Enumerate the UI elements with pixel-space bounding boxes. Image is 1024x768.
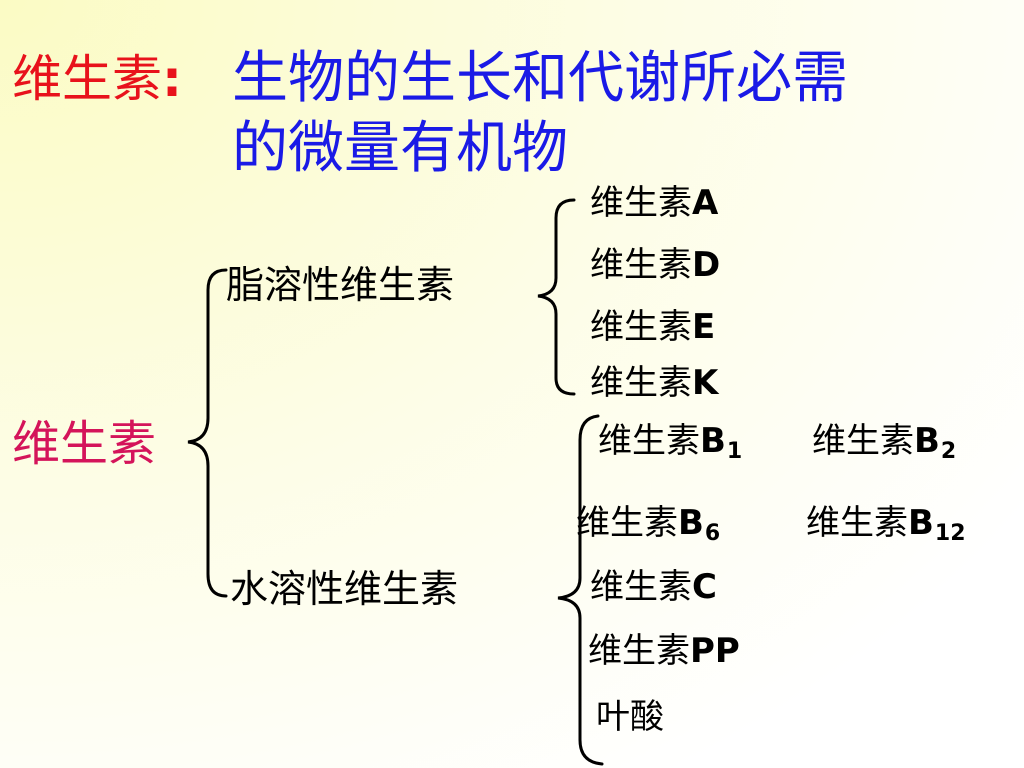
item-subscript: 12 bbox=[934, 521, 966, 546]
folic-acid: 叶酸 bbox=[596, 700, 664, 734]
item-code: B bbox=[908, 503, 934, 543]
title-definition: 生物的生长和代谢所必需 的微量有机物 bbox=[232, 44, 848, 184]
title-term: 维生素: bbox=[12, 54, 182, 104]
item-base: 维生素 bbox=[806, 503, 908, 543]
item-code: D bbox=[692, 245, 721, 285]
water-soluble-brace bbox=[557, 414, 604, 766]
vitamin-b1: 维生素B1 bbox=[598, 424, 742, 463]
item-subscript: 2 bbox=[940, 439, 957, 464]
vitamin-a: 维生素A bbox=[590, 186, 718, 220]
title-term-text: 维生素 bbox=[12, 50, 162, 108]
definition-line-2: 的微量有机物 bbox=[232, 116, 568, 181]
root-label: 维生素 bbox=[12, 416, 157, 472]
item-code: E bbox=[692, 307, 716, 347]
item-code: PP bbox=[690, 631, 740, 671]
item-base: 维生素 bbox=[576, 503, 678, 543]
fat-soluble-brace bbox=[537, 198, 576, 396]
root-brace bbox=[187, 268, 228, 598]
item-base: 维生素 bbox=[812, 421, 914, 461]
item-base: 维生素 bbox=[590, 567, 692, 607]
title-colon: : bbox=[162, 50, 182, 108]
item-base: 维生素 bbox=[590, 245, 692, 285]
category-water-soluble: 水溶性维生素 bbox=[230, 567, 459, 611]
item-base: 维生素 bbox=[588, 631, 690, 671]
item-base: 维生素 bbox=[590, 363, 692, 403]
item-code: B bbox=[914, 421, 940, 461]
item-code: A bbox=[692, 183, 719, 223]
item-code: K bbox=[692, 363, 719, 403]
item-subscript: 1 bbox=[726, 439, 743, 464]
vitamin-k: 维生素K bbox=[590, 366, 718, 400]
definition-line-1: 生物的生长和代谢所必需 bbox=[232, 46, 848, 111]
category-fat-soluble: 脂溶性维生素 bbox=[226, 263, 455, 307]
item-base: 维生素 bbox=[590, 307, 692, 347]
item-code: C bbox=[692, 567, 717, 607]
vitamin-d: 维生素D bbox=[590, 248, 720, 282]
vitamin-b6: 维生素B6 bbox=[576, 506, 720, 545]
item-base: 叶酸 bbox=[596, 697, 664, 737]
vitamin-pp: 维生素PP bbox=[588, 634, 740, 668]
item-base: 维生素 bbox=[598, 421, 700, 461]
vitamin-e: 维生素E bbox=[590, 310, 715, 344]
item-base: 维生素 bbox=[590, 183, 692, 223]
item-code: B bbox=[700, 421, 726, 461]
item-code: B bbox=[678, 503, 704, 543]
vitamin-b12: 维生素B12 bbox=[806, 506, 966, 545]
vitamin-b2: 维生素B2 bbox=[812, 424, 956, 463]
vitamin-c: 维生素C bbox=[590, 570, 717, 604]
item-subscript: 6 bbox=[704, 521, 721, 546]
